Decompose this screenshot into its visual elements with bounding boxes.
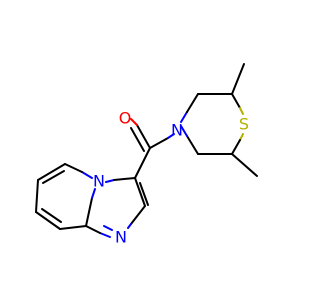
- bond-nbridge-c3-a: [105, 179, 115, 183]
- bond-nbridge-c3-b: [113, 177, 136, 181]
- bond-nbridge-c5-a: [81, 171, 93, 179]
- bond-c7-c8-inner: [41, 208, 62, 223]
- bond-n1-c8a-inner: [103, 225, 113, 231]
- bond-c8a-nbridge-a: [85, 197, 93, 227]
- atom-label-nitrogen-bridgehead: N: [93, 172, 105, 191]
- bond-methyl-upper: [231, 63, 245, 95]
- bond-c3-c2-inner: [139, 182, 149, 206]
- bond-nbridge-c5-b: [64, 163, 83, 173]
- bond-methyl-lower: [231, 153, 258, 177]
- bond-carbonyl-n-b: [167, 133, 175, 139]
- bond-c2-n1-b: [127, 223, 132, 229]
- bond-c7-c8: [35, 211, 61, 230]
- bond-c8-c8a: [59, 225, 87, 230]
- bond-s-c-lower-b: [231, 139, 241, 155]
- molecule-structure: O N S N N: [35, 63, 258, 247]
- bond-c6-c7: [35, 179, 39, 213]
- structure-canvas: O N S N N: [35, 63, 258, 247]
- bond-carbonyl-o-1b: [130, 118, 138, 126]
- bond-carbonyl-n: [149, 137, 169, 149]
- bond-s-c-lower-a: [239, 133, 244, 141]
- bond-c-n-lower-b: [180, 125, 188, 137]
- bond-carbonyl-o-2: [130, 127, 145, 152]
- bond-c8a-nbridge-b: [91, 188, 96, 199]
- bond-c3-c2: [134, 177, 146, 207]
- bond-c5-c6-inner: [42, 170, 65, 184]
- bond-n-c-upper-b: [186, 93, 199, 113]
- atom-label-oxygen: O: [119, 109, 132, 128]
- bond-n-c-upper-a: [180, 111, 188, 123]
- bond-carbonyl-o-1: [136, 124, 151, 149]
- bond-c-n-lower-a: [186, 135, 199, 155]
- atom-label-sulfur: S: [239, 115, 249, 134]
- atom-label-nitrogen-thiomorpholine: N: [171, 121, 183, 140]
- bond-n1-c8a-b: [85, 225, 101, 234]
- bond-c5-c6: [37, 163, 66, 181]
- bond-n1-c8a-a: [99, 232, 111, 238]
- bond-c2-n1-a: [130, 205, 146, 225]
- atom-label-nitrogen-imidazole: N: [115, 228, 127, 247]
- bond-c-s-upper-b: [239, 107, 244, 115]
- bond-c-s-upper-a: [231, 93, 241, 109]
- bond-carbonyl-c3: [134, 147, 151, 179]
